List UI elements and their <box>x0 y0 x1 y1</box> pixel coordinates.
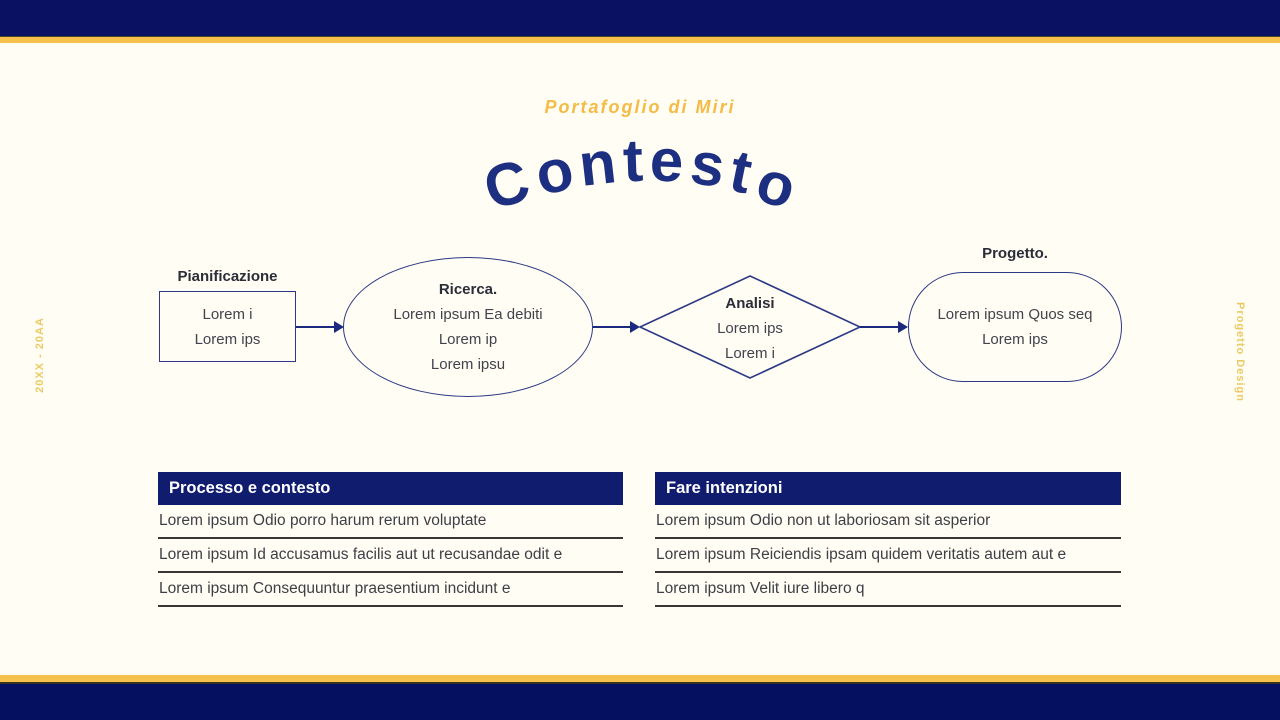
title-letter: o <box>749 147 804 222</box>
top-accent-line <box>0 36 1280 43</box>
shape-text-line: Lorem ips <box>717 320 783 337</box>
table-row: Lorem ipsum Id accusamus facilis aut ut … <box>158 539 623 573</box>
bottom-bar <box>0 682 1280 720</box>
slide-subtitle: Portafoglio di Miri <box>544 97 736 117</box>
shape-text-line: Lorem ips <box>982 331 1048 348</box>
table-header: Fare intenzioni <box>655 472 1121 505</box>
shape-text-line: Lorem ips <box>194 330 261 348</box>
flowchart-step-label-ricerca: Ricerca. <box>438 281 498 298</box>
shape-text-line: Lorem i <box>724 345 776 362</box>
shape-text-line: Lorem ipsum Quos seq <box>937 306 1093 323</box>
flow-arrow-icon <box>860 321 908 333</box>
flowchart-rectangle-shape: Lorem i Lorem ips <box>159 291 296 362</box>
flowchart-step-label-analisi: Analisi <box>725 295 775 312</box>
flow-arrow-icon <box>593 321 640 333</box>
shape-text-line: Lorem i <box>202 305 253 323</box>
title-letter: s <box>686 129 728 200</box>
right-margin-project-text: Progetto Design <box>1234 302 1246 402</box>
table-processo-e-contesto: Processo e contesto Lorem ipsum Odio por… <box>158 472 623 607</box>
title-letter: C <box>477 146 538 223</box>
title-letter: n <box>575 128 620 199</box>
flowchart-stadium-shape: Lorem ipsum Quos seq Lorem ips <box>908 272 1122 382</box>
shape-text-line: Lorem ipsum Ea debiti <box>393 306 543 323</box>
title-letter: t <box>621 126 645 195</box>
flowchart-ellipse-shape: Ricerca. Lorem ipsum Ea debiti Lorem ip … <box>343 257 593 397</box>
table-row: Lorem ipsum Odio porro harum rerum volup… <box>158 505 623 539</box>
slide-title: C o n t e s t o <box>0 126 1280 226</box>
flowchart-step-label-progetto: Progetto. <box>982 245 1048 262</box>
table-header: Processo e contesto <box>158 472 623 505</box>
title-letter: e <box>648 126 685 195</box>
title-letter: o <box>529 135 579 208</box>
flow-arrow-icon <box>296 321 344 333</box>
shape-text-line: Lorem ipsu <box>430 356 506 373</box>
table-row: Lorem ipsum Consequuntur praesentium inc… <box>158 573 623 607</box>
top-bar <box>0 0 1280 36</box>
flowchart-diamond-shape <box>638 275 862 379</box>
bottom-accent-line <box>0 675 1280 682</box>
flowchart-diamond-text: Analisi Lorem ips Lorem i <box>660 291 840 366</box>
flowchart-step-label-pianificazione: Pianificazione <box>177 268 278 285</box>
shape-text-line: Lorem ip <box>438 331 498 348</box>
table-row: Lorem ipsum Velit iure libero q <box>655 573 1121 607</box>
left-margin-date-text: 20XX - 20AA <box>34 317 46 393</box>
table-row: Lorem ipsum Odio non ut laboriosam sit a… <box>655 505 1121 539</box>
table-row: Lorem ipsum Reiciendis ipsam quidem veri… <box>655 539 1121 573</box>
table-fare-intenzioni: Fare intenzioni Lorem ipsum Odio non ut … <box>655 472 1121 607</box>
